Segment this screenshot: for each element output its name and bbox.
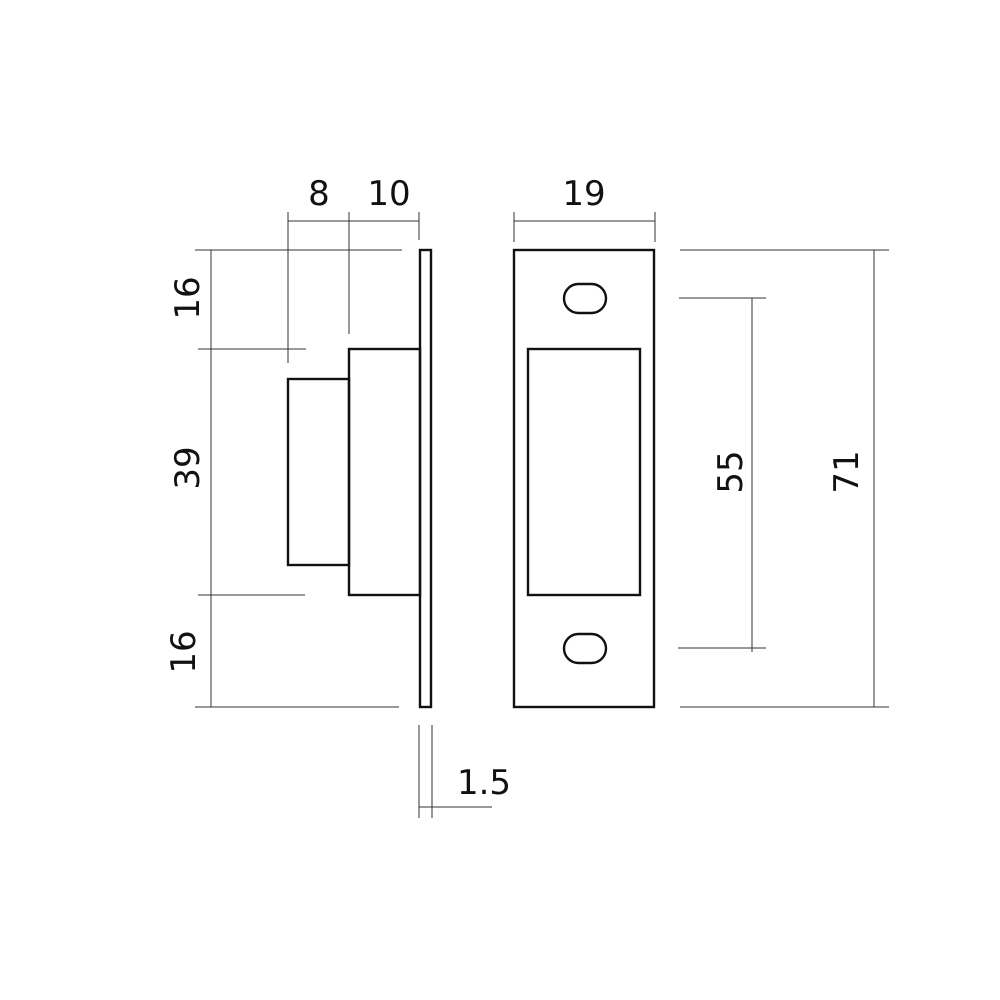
side-view-large-block <box>347 347 422 597</box>
side-view-small-block <box>286 377 351 567</box>
label-plate-width: 19 <box>562 174 605 214</box>
side-view-plate <box>418 248 433 709</box>
label-depth-small: 8 <box>308 174 330 214</box>
side-view <box>286 248 433 709</box>
front-view-plate <box>512 248 656 709</box>
label-plate-thickness: 1.5 <box>457 763 511 803</box>
label-depth-large: 10 <box>367 174 410 214</box>
label-hole-spacing: 55 <box>711 450 751 493</box>
front-view <box>512 248 656 709</box>
dimension-labels: 8 10 19 16 39 16 55 71 1.5 <box>164 174 867 803</box>
bottom-screw-slot <box>562 632 608 665</box>
dimension-lines <box>195 212 889 818</box>
top-screw-slot <box>562 282 608 315</box>
front-view-opening <box>526 347 642 597</box>
label-top-section: 16 <box>168 276 208 319</box>
label-bottom-section: 16 <box>164 630 204 673</box>
label-middle-section: 39 <box>168 446 208 489</box>
label-total-height: 71 <box>827 450 867 493</box>
